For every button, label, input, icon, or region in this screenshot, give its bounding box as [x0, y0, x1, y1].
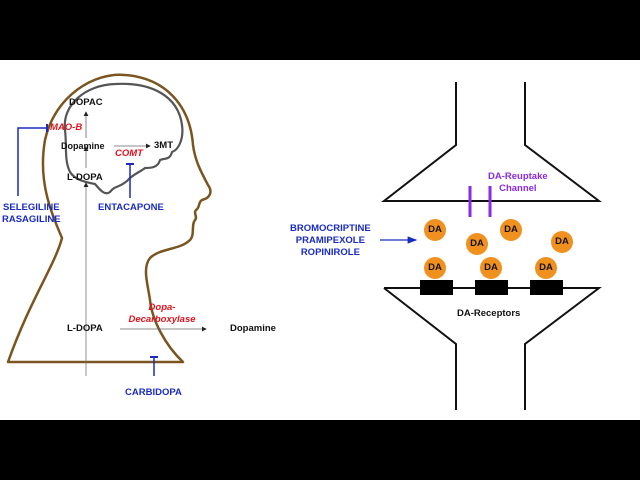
label-3mt: 3MT [154, 140, 173, 151]
drug-carbidopa: CARBIDOPA [125, 387, 182, 398]
da-receptor [475, 280, 508, 295]
dopamine-molecule: DA [424, 219, 446, 241]
label-dopamine-brain: Dopamine [61, 141, 105, 151]
label-dopac: DOPAC [69, 97, 103, 108]
inhibitor-line-mao-b [17, 127, 47, 196]
drug-bromocriptine: BROMOCRIPTINE [290, 223, 371, 234]
label-l-dopa-periphery: L-DOPA [67, 323, 103, 334]
drug-mao-inhibitors: SELEGILINE RASAGILINE [2, 202, 61, 226]
drug-pramipexole: PRAMIPEXOLE [295, 235, 365, 246]
label-dopa-decarboxylase: Dopa- Decarboxylase [127, 302, 197, 326]
drug-selegiline: SELEGILINE [3, 202, 60, 213]
drug-dopamine-agonists: BROMOCRIPTINE PRAMIPEXOLE ROPINIROLE [290, 223, 371, 259]
da-receptor [420, 280, 453, 295]
brain-outline [63, 82, 184, 195]
da-receptor [530, 280, 563, 295]
drug-ropinirole: ROPINIROLE [300, 247, 360, 258]
drug-rasagiline: RASAGILINE [2, 214, 61, 225]
label-dopamine-periphery: Dopamine [230, 323, 276, 334]
postsynaptic-terminal [383, 287, 602, 410]
dopamine-molecule: DA [551, 231, 573, 253]
diagram-canvas: DOPAC MAO-B Dopamine 3MT COMT L-DOPA SEL… [0, 60, 640, 420]
label-da-receptors: DA-Receptors [457, 308, 521, 319]
head-outline [6, 73, 212, 364]
enzyme-line-2: Decarboxylase [128, 314, 196, 325]
label-l-dopa-brain: L-DOPA [67, 172, 103, 183]
reuptake-line-1: DA-Reuptake [488, 171, 548, 182]
reuptake-line-2: Channel [499, 183, 537, 194]
label-reuptake-channel: DA-Reuptake Channel [488, 171, 548, 195]
dopamine-molecule: DA [466, 233, 488, 255]
dopamine-molecule: DA [500, 219, 522, 241]
dopamine-molecule: DA [480, 257, 502, 279]
dopamine-molecule: DA [535, 257, 557, 279]
drug-entacapone: ENTACAPONE [98, 202, 164, 213]
label-comt: COMT [115, 148, 143, 159]
enzyme-line-1: Dopa- [148, 302, 176, 313]
label-mao-b: MAO-B [50, 122, 83, 133]
dopamine-molecule: DA [424, 257, 446, 279]
diagram-svg [6, 73, 602, 410]
